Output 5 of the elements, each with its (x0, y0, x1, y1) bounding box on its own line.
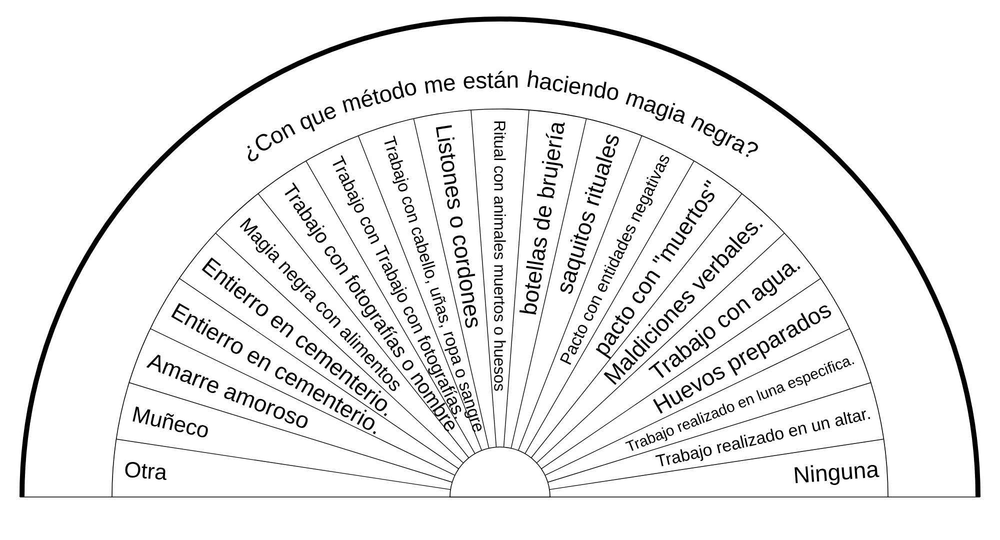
sector-label: Ritual con animales muertos o huesos (494, 122, 506, 391)
sector-label: Muñeco (132, 406, 208, 438)
hub-semicircle (450, 446, 550, 498)
sector-label: Otra (125, 462, 166, 480)
sector-label: Ninguna (794, 464, 880, 485)
